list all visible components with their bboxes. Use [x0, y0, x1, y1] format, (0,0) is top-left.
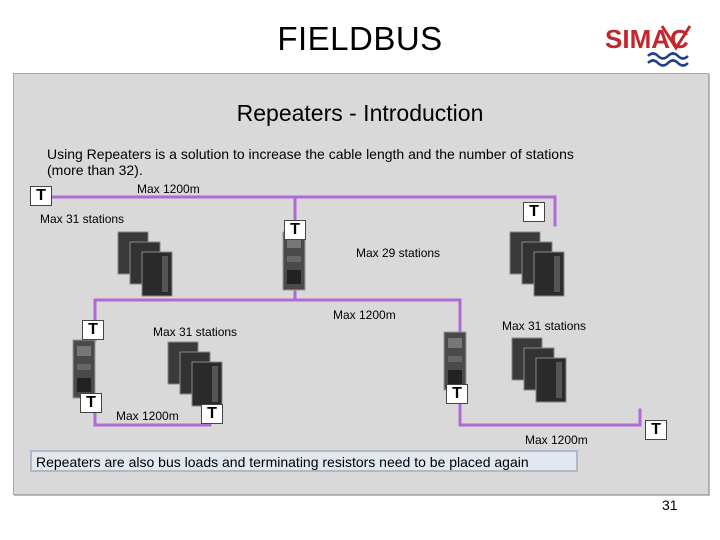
terminator: T	[201, 404, 223, 424]
terminator: T	[523, 202, 545, 222]
label-length-middle: Max 1200m	[333, 308, 396, 322]
page-number: 31	[662, 497, 678, 513]
intro-text: Using Repeaters is a solution to increas…	[47, 146, 574, 178]
station-group-top-right	[509, 231, 565, 297]
station-group-bottom-right	[511, 337, 567, 403]
label-stations-top-left: Max 31 stations	[40, 212, 125, 226]
station-group-top-left	[117, 231, 173, 297]
slide-title: FIELDBUS	[277, 20, 443, 57]
cable-middle	[93, 298, 462, 332]
label-stations-bottom-right: Max 31 stations	[502, 319, 587, 333]
repeater-1	[282, 231, 306, 291]
label-stations-bottom-left: Max 31 stations	[153, 325, 238, 339]
label-length-bottom-right: Max 1200m	[525, 433, 588, 447]
cable-bottom-right	[458, 396, 642, 427]
terminator: T	[80, 393, 102, 413]
terminator: T	[446, 384, 468, 404]
cable-top	[38, 195, 557, 227]
station-group-bottom-left	[167, 341, 223, 407]
label-length-top: Max 1200m	[137, 182, 200, 196]
terminator: T	[82, 320, 104, 340]
slide-subtitle: Repeaters - Introduction	[236, 100, 484, 126]
label-length-bottom-left: Max 1200m	[116, 409, 179, 423]
simac-logo: SIMAC	[605, 24, 692, 67]
repeater-2	[72, 339, 96, 399]
note-box: Repeaters are also bus loads and termina…	[30, 450, 578, 472]
terminator: T	[284, 220, 306, 240]
terminator: T	[30, 186, 52, 206]
label-stations-middle: Max 29 stations	[356, 246, 441, 260]
terminator: T	[645, 420, 667, 440]
repeater-3	[443, 331, 467, 391]
